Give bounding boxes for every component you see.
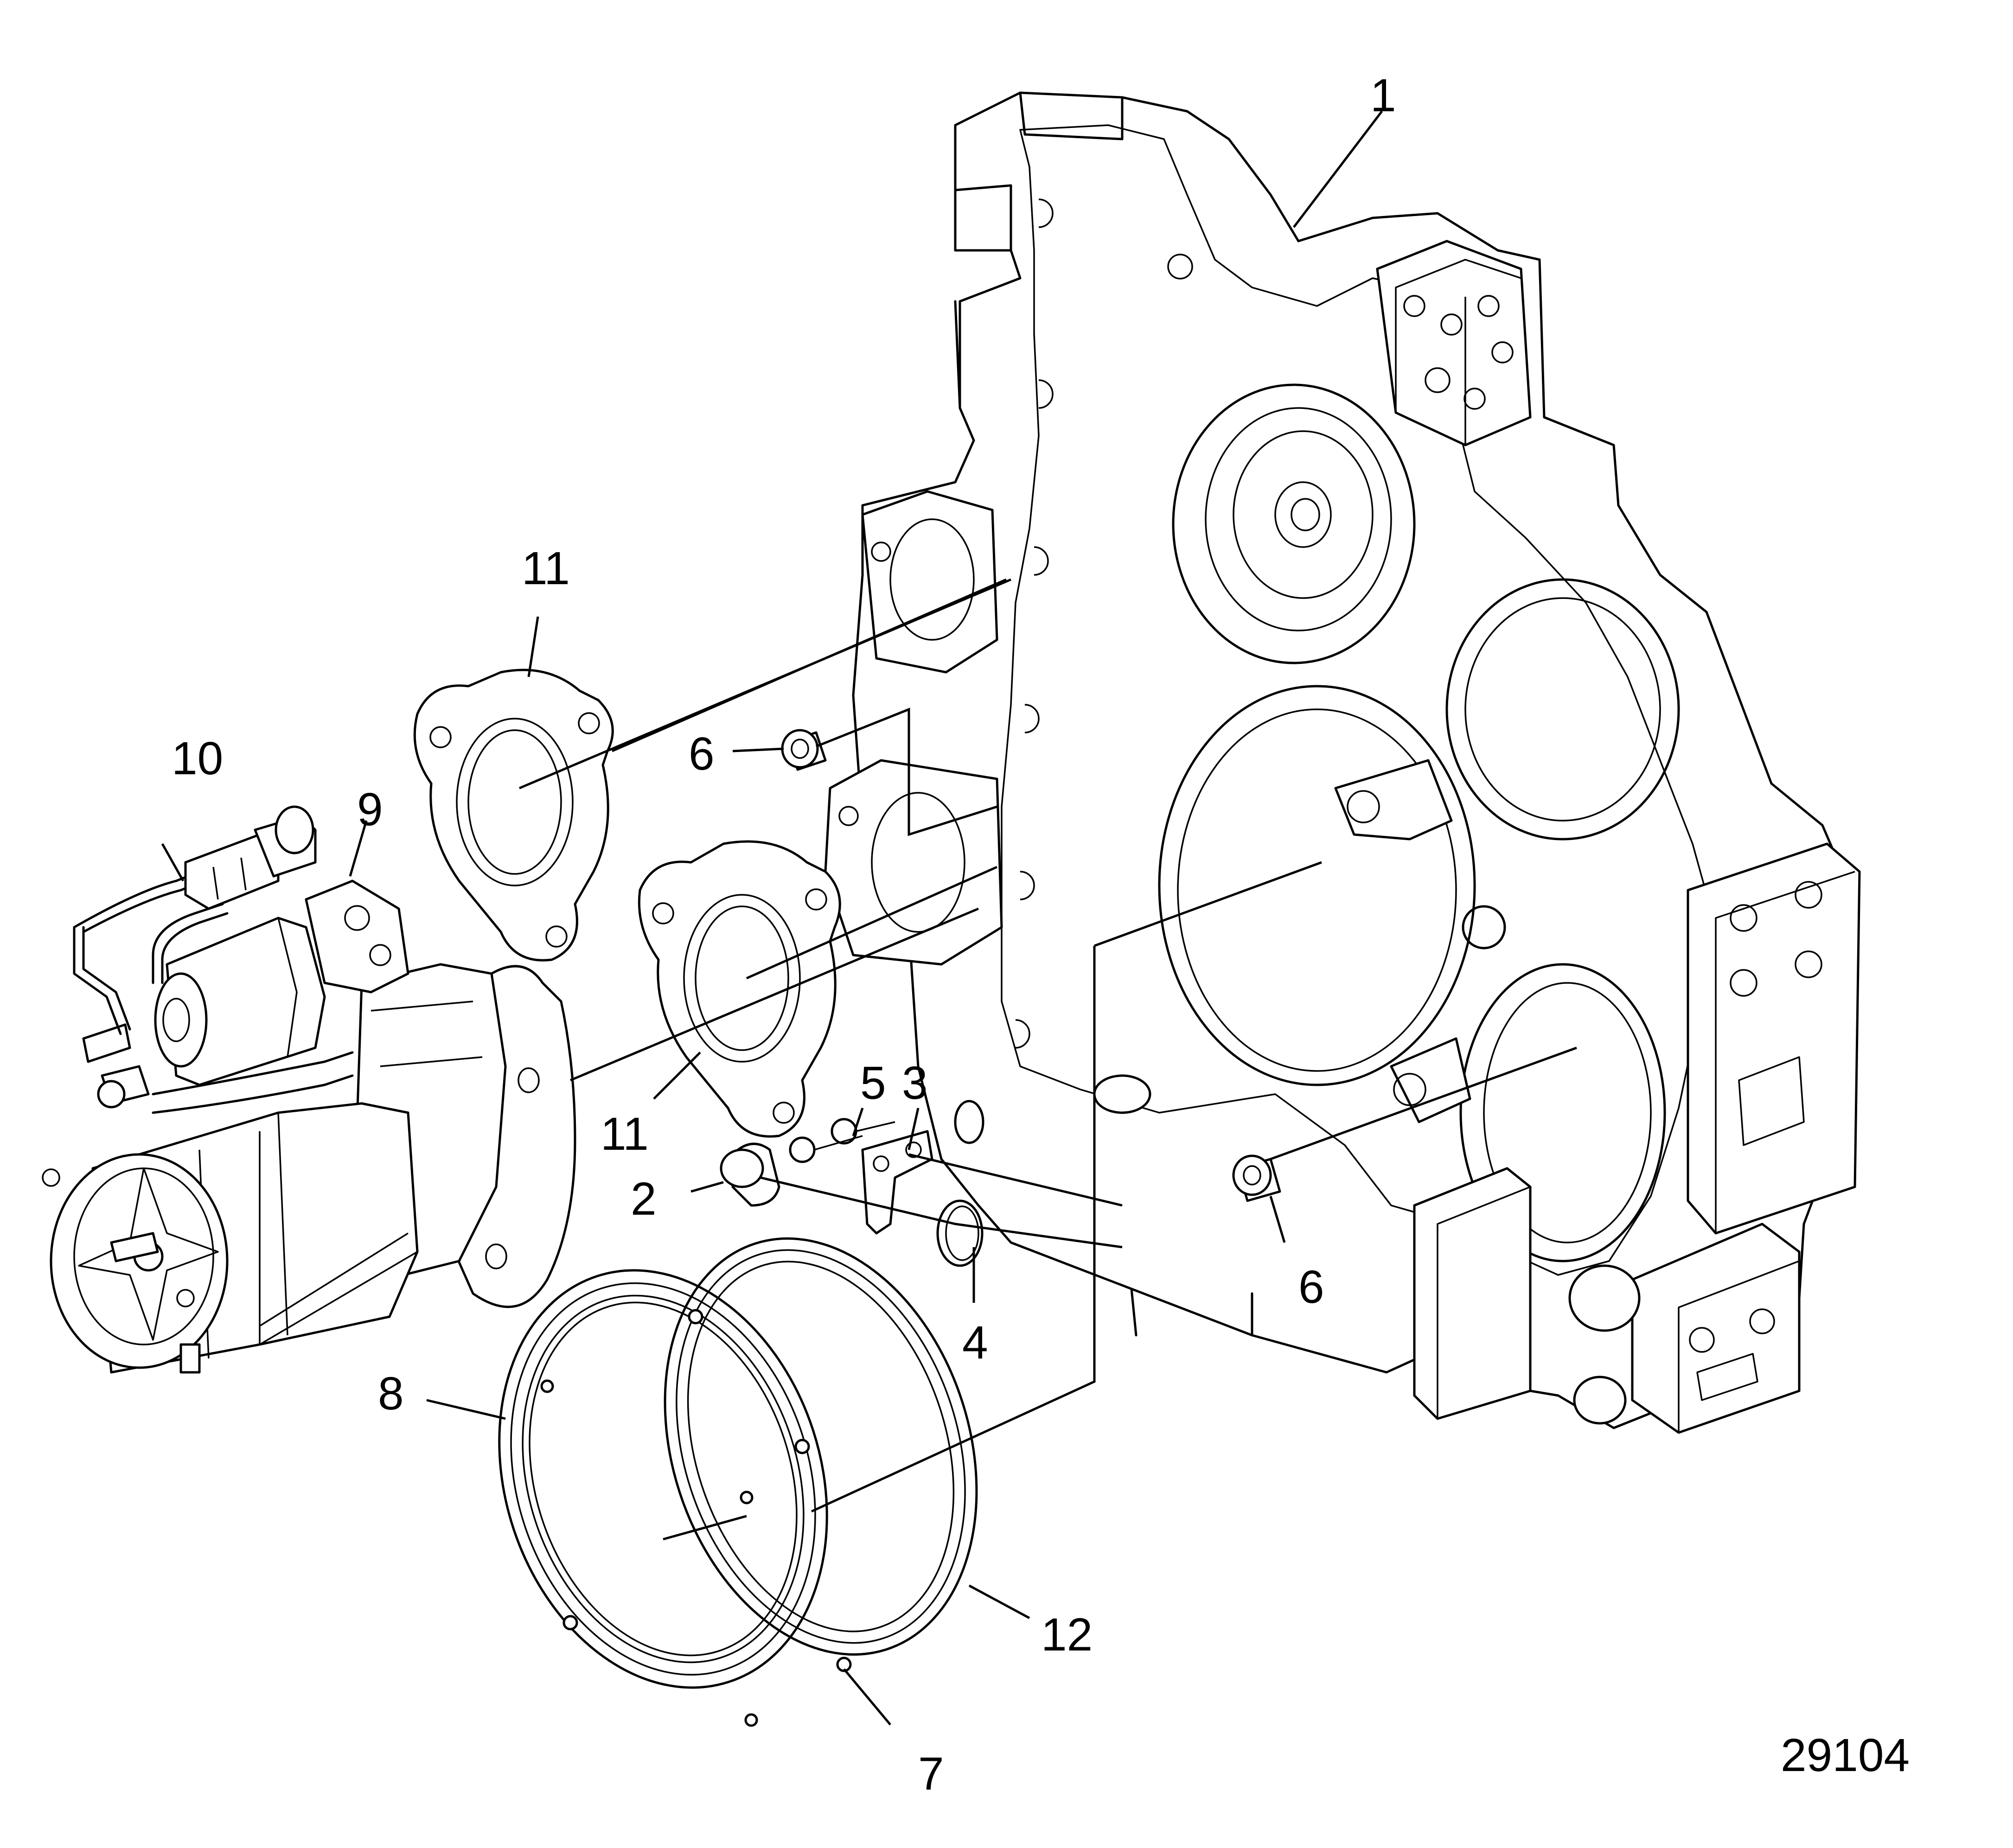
plug-seal-2 bbox=[720, 1142, 780, 1207]
callout-labels: 1 11 10 9 6 5 3 11 2 6 4 8 12 7 29104 bbox=[172, 70, 1910, 1800]
timing-gear-housing bbox=[824, 91, 1861, 1434]
callout-6-lower: 6 bbox=[1298, 1261, 1324, 1313]
gasket-lower bbox=[638, 840, 841, 1138]
callout-11-upper: 11 bbox=[522, 542, 570, 594]
callout-7: 7 bbox=[918, 1748, 944, 1800]
leader-lines bbox=[161, 110, 1577, 1726]
callout-8: 8 bbox=[378, 1368, 404, 1420]
sealing-ring-4 bbox=[936, 1199, 984, 1267]
gasket-upper bbox=[413, 669, 614, 962]
callout-6-upper: 6 bbox=[689, 728, 715, 780]
callout-9: 9 bbox=[357, 784, 383, 835]
callout-11-lower: 11 bbox=[601, 1108, 649, 1160]
screws-7 bbox=[540, 1309, 852, 1727]
bracket-3 bbox=[861, 1130, 933, 1235]
plug-6-lower bbox=[1232, 1154, 1281, 1202]
callout-4: 4 bbox=[962, 1317, 988, 1369]
callout-10: 10 bbox=[172, 733, 223, 784]
starter-motor bbox=[42, 879, 576, 1374]
callout-3: 3 bbox=[902, 1057, 928, 1109]
callout-2: 2 bbox=[631, 1173, 657, 1225]
starter-cable-harness bbox=[73, 805, 317, 1035]
callout-1: 1 bbox=[1370, 70, 1396, 121]
callout-12: 12 bbox=[1041, 1609, 1093, 1661]
drawing-number: 29104 bbox=[1781, 1729, 1910, 1781]
bolts-5 bbox=[789, 1118, 895, 1163]
seal-ring-12 bbox=[664, 1237, 978, 1656]
callout-5: 5 bbox=[860, 1057, 886, 1109]
cover-plate-8 bbox=[498, 1269, 828, 1689]
plug-6-upper bbox=[781, 729, 827, 771]
